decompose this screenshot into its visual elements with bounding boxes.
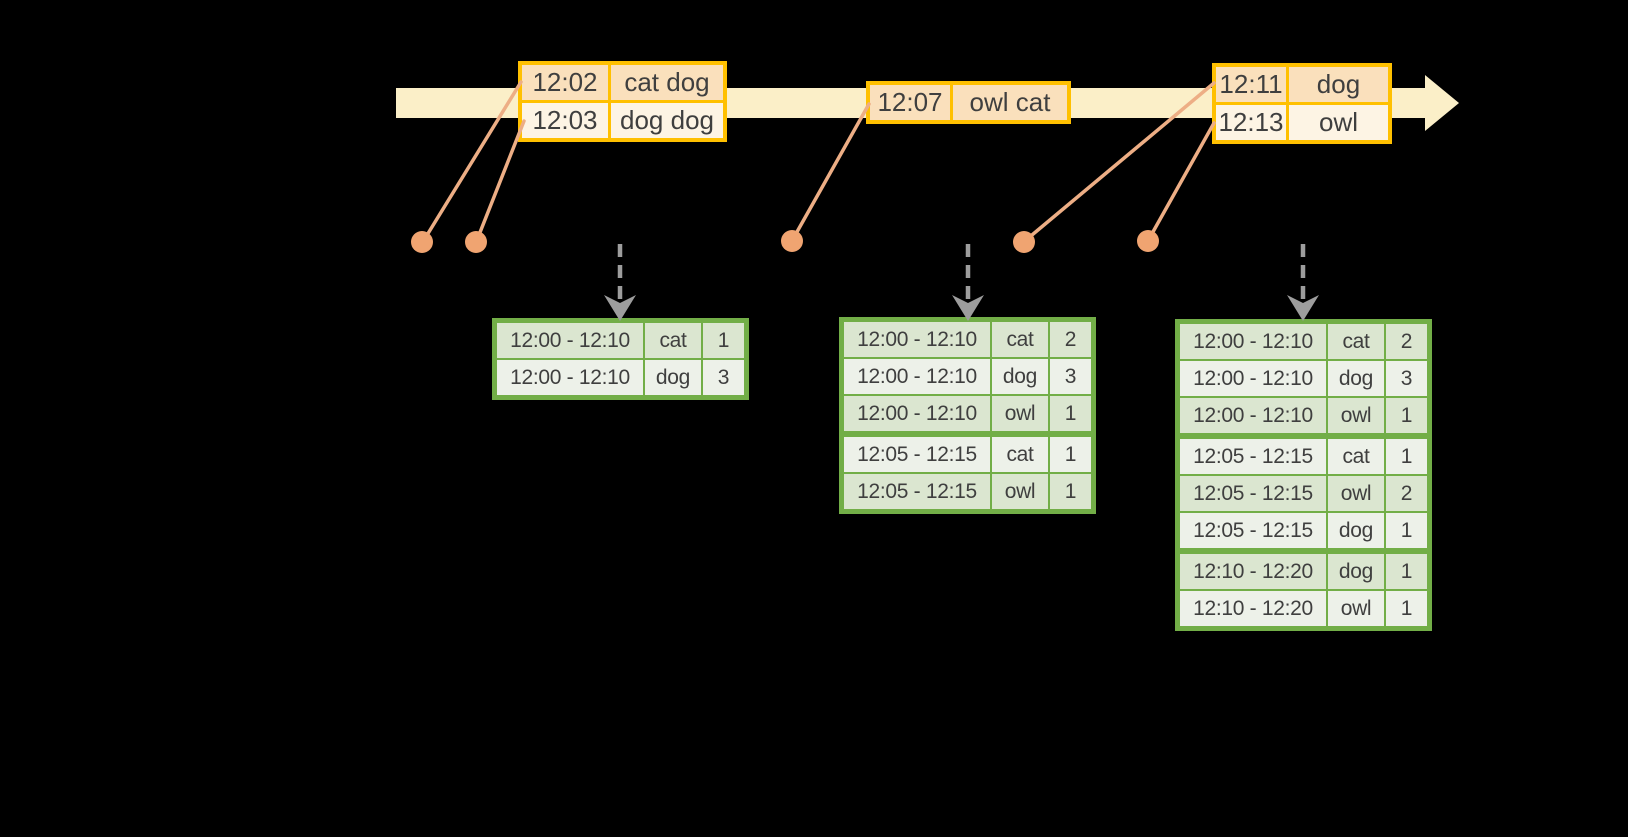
result-word-cell: owl (1328, 591, 1384, 626)
result-table-row: 12:05 - 12:15 owl 2 (1180, 476, 1427, 511)
event-dot (1013, 231, 1035, 253)
event-table-row: 12:13 owl (1216, 105, 1388, 140)
result-word-cell: cat (1328, 439, 1384, 474)
result-count-cell: 1 (703, 323, 744, 358)
result-word-cell: cat (992, 437, 1048, 472)
result-count-cell: 1 (1386, 554, 1427, 589)
result-window-cell: 12:00 - 12:10 (1180, 361, 1326, 396)
result-count-cell: 3 (703, 360, 744, 395)
result-table-row: 12:00 - 12:10 dog 3 (1180, 361, 1427, 396)
connector-line (475, 119, 526, 242)
result-table-row: 12:05 - 12:15 owl 1 (844, 474, 1091, 509)
result-count-cell: 3 (1386, 361, 1427, 396)
event-table-row: 12:07 owl cat (870, 85, 1067, 120)
result-table-2: 12:00 - 12:10 cat 2 12:00 - 12:10 dog 3 … (839, 317, 1096, 514)
result-count-cell: 1 (1386, 591, 1427, 626)
result-word-cell: owl (1328, 476, 1384, 511)
result-count-cell: 1 (1386, 513, 1427, 548)
event-table-2: 12:07 owl cat (866, 81, 1071, 124)
result-window-cell: 12:00 - 12:10 (497, 323, 643, 358)
result-table-row: 12:05 - 12:15 dog 1 (1180, 513, 1427, 548)
event-time-cell: 12:03 (522, 103, 608, 138)
event-dot (411, 231, 433, 253)
result-window-cell: 12:05 - 12:15 (1180, 476, 1326, 511)
event-words-cell: dog (1289, 67, 1388, 102)
event-words-cell: dog dog (611, 103, 723, 138)
result-count-cell: 1 (1050, 396, 1091, 431)
result-word-cell: cat (992, 322, 1048, 357)
result-window-cell: 12:00 - 12:10 (1180, 398, 1326, 433)
event-time-cell: 12:02 (522, 65, 608, 100)
event-table-3: 12:11 dog 12:13 owl (1212, 63, 1392, 144)
timeline-arrowhead-icon (1425, 75, 1459, 131)
result-table-row: 12:10 - 12:20 owl 1 (1180, 591, 1427, 626)
result-word-cell: cat (1328, 324, 1384, 359)
trigger-arrowhead-icon (1287, 295, 1319, 321)
result-table-row: 12:00 - 12:10 cat 1 (497, 323, 744, 358)
result-word-cell: dog (1328, 361, 1384, 396)
result-count-cell: 1 (1050, 474, 1091, 509)
connector-line (1147, 121, 1216, 241)
result-word-cell: dog (1328, 554, 1384, 589)
result-window-cell: 12:00 - 12:10 (844, 396, 990, 431)
result-window-cell: 12:10 - 12:20 (1180, 591, 1326, 626)
event-words-cell: cat dog (611, 65, 723, 100)
event-time-cell: 12:11 (1216, 67, 1286, 102)
result-window-cell: 12:05 - 12:15 (1180, 513, 1326, 548)
event-table-row: 12:11 dog (1216, 67, 1388, 102)
result-table-3: 12:00 - 12:10 cat 2 12:00 - 12:10 dog 3 … (1175, 319, 1432, 631)
result-table-row: 12:00 - 12:10 cat 2 (844, 322, 1091, 357)
result-table-row: 12:05 - 12:15 cat 1 (844, 437, 1091, 472)
result-table-1: 12:00 - 12:10 cat 1 12:00 - 12:10 dog 3 (492, 318, 749, 400)
result-table-row: 12:00 - 12:10 cat 2 (1180, 324, 1427, 359)
connector-line (791, 102, 871, 241)
event-words-cell: owl (1289, 105, 1388, 140)
result-window-cell: 12:05 - 12:15 (844, 437, 990, 472)
result-window-cell: 12:00 - 12:10 (497, 360, 643, 395)
event-dot (465, 231, 487, 253)
result-table-row: 12:00 - 12:10 owl 1 (844, 396, 1091, 431)
result-word-cell: dog (645, 360, 701, 395)
result-word-cell: owl (992, 396, 1048, 431)
result-word-cell: dog (1328, 513, 1384, 548)
result-window-cell: 12:00 - 12:10 (844, 322, 990, 357)
result-word-cell: cat (645, 323, 701, 358)
result-count-cell: 2 (1386, 476, 1427, 511)
result-window-cell: 12:05 - 12:15 (844, 474, 990, 509)
result-table-row: 12:00 - 12:10 dog 3 (844, 359, 1091, 394)
result-window-cell: 12:10 - 12:20 (1180, 554, 1326, 589)
result-table-row: 12:00 - 12:10 owl 1 (1180, 398, 1427, 433)
result-count-cell: 1 (1386, 398, 1427, 433)
result-count-cell: 1 (1386, 439, 1427, 474)
event-dot (781, 230, 803, 252)
result-window-cell: 12:00 - 12:10 (844, 359, 990, 394)
event-words-cell: owl cat (953, 85, 1067, 120)
result-table-row: 12:10 - 12:20 dog 1 (1180, 554, 1427, 589)
result-table-row: 12:05 - 12:15 cat 1 (1180, 439, 1427, 474)
result-word-cell: owl (1328, 398, 1384, 433)
result-word-cell: dog (992, 359, 1048, 394)
result-word-cell: owl (992, 474, 1048, 509)
event-time-cell: 12:07 (870, 85, 950, 120)
result-count-cell: 3 (1050, 359, 1091, 394)
result-table-row: 12:00 - 12:10 dog 3 (497, 360, 744, 395)
event-table-row: 12:02 cat dog (522, 65, 723, 100)
result-window-cell: 12:05 - 12:15 (1180, 439, 1326, 474)
result-count-cell: 1 (1050, 437, 1091, 472)
result-window-cell: 12:00 - 12:10 (1180, 324, 1326, 359)
result-count-cell: 2 (1386, 324, 1427, 359)
event-time-cell: 12:13 (1216, 105, 1286, 140)
event-table-row: 12:03 dog dog (522, 103, 723, 138)
event-table-1: 12:02 cat dog 12:03 dog dog (518, 61, 727, 142)
result-count-cell: 2 (1050, 322, 1091, 357)
event-dot (1137, 230, 1159, 252)
